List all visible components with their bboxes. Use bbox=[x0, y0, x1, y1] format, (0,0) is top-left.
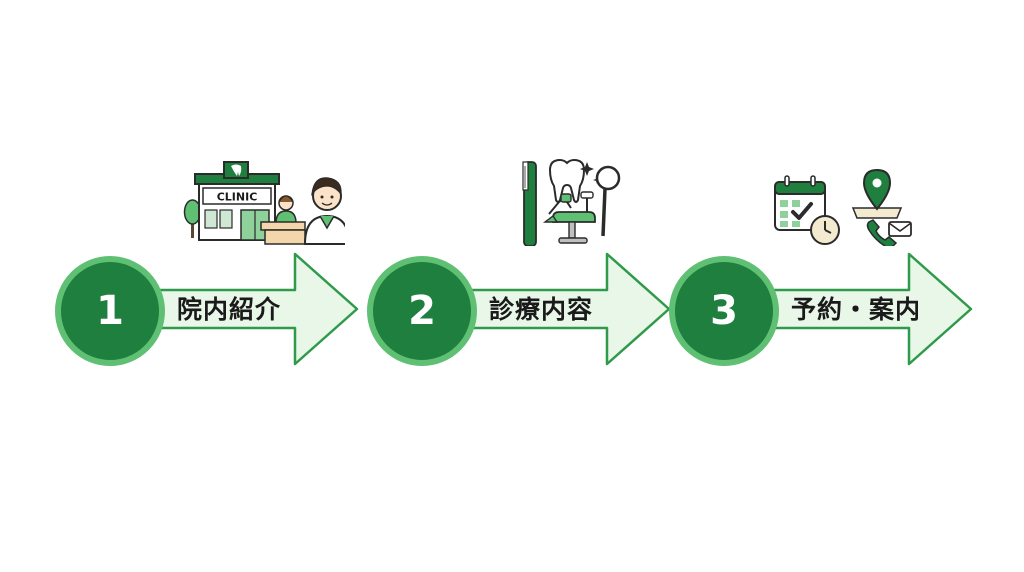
step-label: 予約・案内 bbox=[791, 295, 922, 324]
dental-mirror-icon bbox=[595, 165, 621, 237]
dentist-icon bbox=[303, 177, 345, 245]
dental-chair-icon bbox=[542, 191, 596, 244]
clinic-sign-text: CLINIC bbox=[217, 191, 258, 204]
step-number-badge: 2 bbox=[367, 256, 477, 366]
clinic-illustration: CLINIC bbox=[183, 161, 345, 245]
step-number-badge: 3 bbox=[669, 256, 779, 366]
reception-desk bbox=[260, 221, 306, 245]
step-2: 2 診療内容 bbox=[367, 126, 677, 366]
calendar-icon bbox=[774, 175, 826, 231]
receptionist-icon bbox=[275, 195, 297, 224]
step-label: 院内紹介 bbox=[177, 295, 282, 324]
clock-icon bbox=[810, 215, 840, 245]
step-3: 3 予約・案内 bbox=[669, 126, 979, 366]
toothbrush-icon bbox=[522, 161, 537, 246]
dental-care-illustration bbox=[522, 158, 621, 246]
step-number-badge: 1 bbox=[55, 256, 165, 366]
step-label: 診療内容 bbox=[489, 295, 594, 324]
phone-icon bbox=[866, 219, 898, 246]
booking-illustration bbox=[774, 168, 912, 246]
step-1: CLINIC 1 院 bbox=[55, 126, 365, 366]
envelope-icon bbox=[888, 221, 912, 237]
step-number: 1 bbox=[96, 288, 124, 334]
step-number: 2 bbox=[408, 288, 436, 334]
step-number: 3 bbox=[710, 288, 738, 334]
map-pin-icon bbox=[851, 168, 903, 219]
